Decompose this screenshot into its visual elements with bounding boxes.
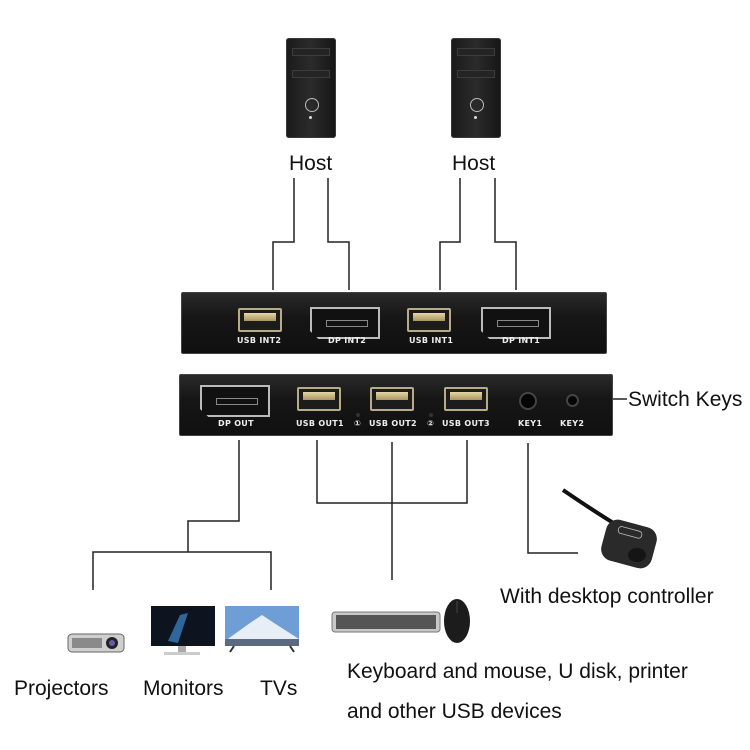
usb-int1-label: USB INT1	[409, 336, 454, 345]
kvm-input-panel: USB INT2 DP INT2 USB INT1 DP INT1	[181, 292, 607, 354]
dp-int2-label: DP INT2	[328, 336, 367, 345]
key1-label: KEY1	[518, 419, 543, 428]
usb-out3-port	[444, 387, 488, 411]
host1-dp-line	[327, 178, 350, 290]
dell-logo-icon	[305, 98, 319, 112]
key2-jack	[566, 394, 579, 407]
usb-int1-port	[407, 308, 451, 332]
host-label-2: Host	[452, 152, 496, 175]
host-computer-2	[451, 38, 501, 138]
indicator-led-1	[356, 413, 360, 417]
key2-label: KEY2	[560, 419, 585, 428]
usb-out1-label: USB OUT1	[296, 419, 344, 428]
monitor-icon	[151, 606, 215, 655]
switch-keys-label: Switch Keys	[628, 388, 743, 411]
dp-out-port	[200, 385, 270, 417]
dp-out-label: DP OUT	[218, 419, 254, 428]
host1-usb-line	[272, 178, 295, 290]
host2-usb-line	[439, 178, 461, 290]
dp-out-line	[187, 440, 240, 552]
dell-logo-icon	[470, 98, 484, 112]
indicator-2-label: ②	[427, 419, 435, 428]
dp-int1-label: DP INT1	[502, 336, 541, 345]
host2-dp-line	[494, 178, 517, 290]
host-computer-1	[286, 38, 336, 138]
controller-line	[527, 443, 578, 554]
tvs-label: TVs	[260, 677, 298, 700]
mouse-icon	[444, 599, 470, 643]
dp-int1-port	[481, 307, 551, 339]
host-label-1: Host	[289, 152, 333, 175]
usb-int2-port	[238, 308, 282, 332]
usb-int2-label: USB INT2	[237, 336, 282, 345]
keyboard-icon	[331, 611, 441, 633]
indicator-led-2	[429, 413, 433, 417]
key1-jack	[519, 392, 537, 410]
usb-out2-port	[370, 387, 414, 411]
display-branch-line	[92, 551, 272, 590]
indicator-1-label: ①	[354, 419, 362, 428]
usb-out2-label: USB OUT2	[369, 419, 417, 428]
usb-out1-port	[297, 387, 341, 411]
usb-devices-label-line1: Keyboard and mouse, U disk, printer	[347, 660, 688, 683]
tv-icon	[225, 606, 299, 653]
dp-int2-port	[310, 307, 380, 339]
projector-icon	[67, 633, 125, 653]
usb-devices-label-line2: and other USB devices	[347, 700, 562, 723]
projectors-label: Projectors	[14, 677, 109, 700]
controller-label: With desktop controller	[500, 585, 714, 608]
desktop-controller-icon	[561, 488, 657, 569]
usb-out3-label: USB OUT3	[442, 419, 490, 428]
monitors-label: Monitors	[143, 677, 224, 700]
kvm-output-panel: DP OUT USB OUT1 ① USB OUT2 ② USB OUT3 KE…	[179, 374, 613, 436]
